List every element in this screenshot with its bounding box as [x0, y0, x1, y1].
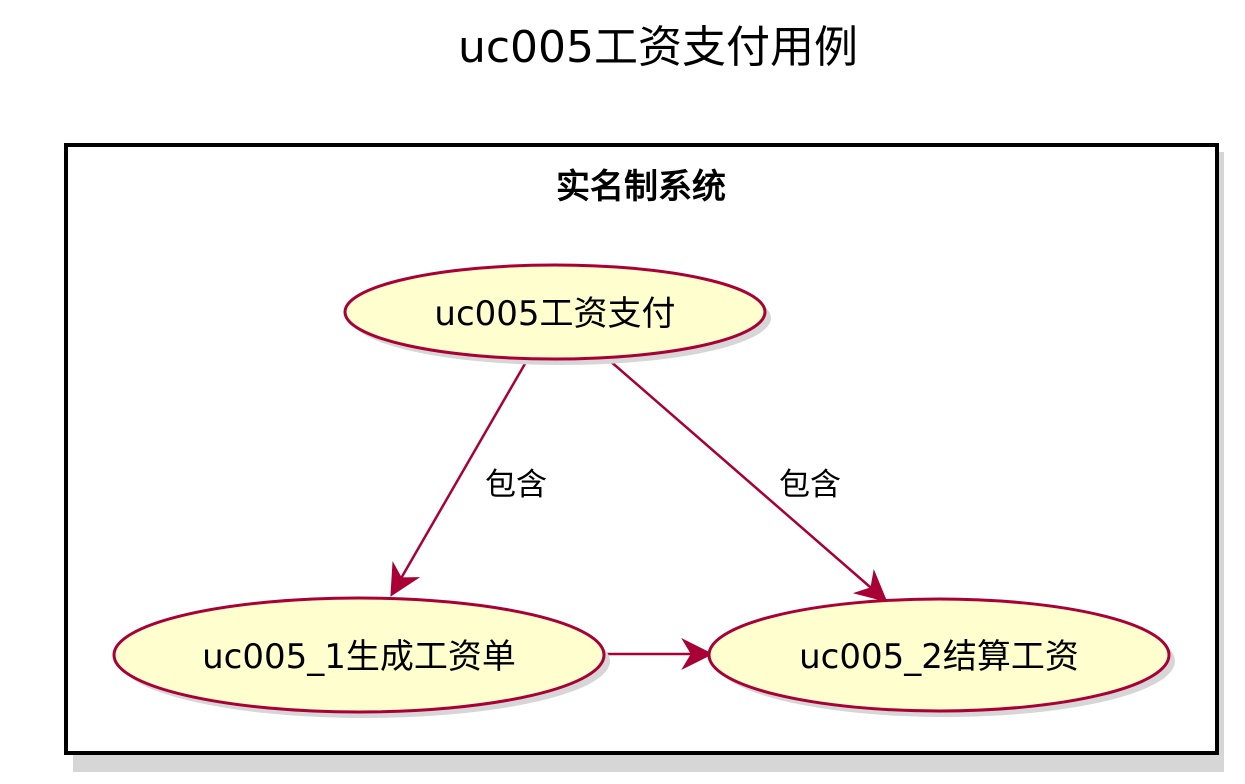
use-case-ellipse	[112, 596, 606, 714]
use-case-label: uc005工资支付	[434, 294, 675, 334]
boundary-title: 实名制系统	[556, 167, 726, 207]
use-case-ellipse	[343, 263, 767, 361]
use-case-label: uc005_1生成工资单	[202, 637, 516, 677]
include-edge-left	[390, 361, 528, 597]
use-case-pay-salary[interactable]: uc005工资支付	[343, 263, 771, 365]
use-case-ellipse	[707, 597, 1171, 713]
relations: 包含 包含	[390, 359, 888, 670]
use-case-label: uc005_2结算工资	[799, 637, 1079, 677]
include-label-right: 包含	[779, 467, 841, 503]
diagram-title: uc005工资支付用例	[458, 22, 858, 73]
use-case-generate-payroll[interactable]: uc005_1生成工资单	[112, 596, 610, 718]
use-case-settle-salary[interactable]: uc005_2结算工资	[707, 597, 1175, 717]
include-label-left: 包含	[485, 467, 547, 503]
include-edge-right	[608, 359, 888, 603]
